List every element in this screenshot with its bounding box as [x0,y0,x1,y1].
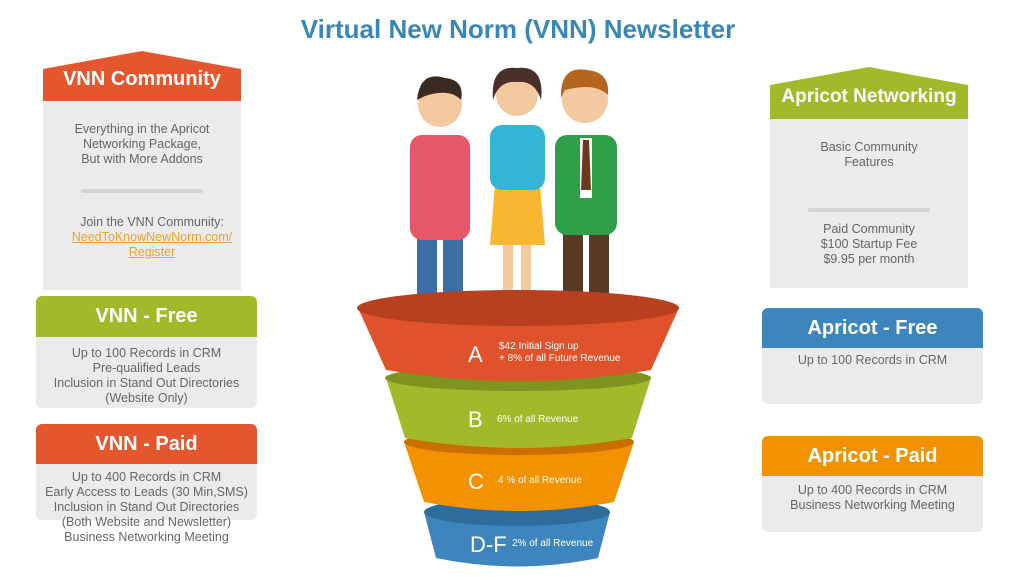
vnn-paid-header: VNN - Paid [36,424,257,464]
register-link[interactable]: NeedToKnowNewNorm.com/ [71,230,233,244]
divider [808,208,930,212]
feature-line: Pre-qualified Leads [92,361,201,375]
vnn-free-header: VNN - Free [36,296,257,337]
funnel-label-d: D-F [470,532,507,557]
man-left-figure [410,76,470,305]
paid-line: Paid Community [823,222,915,236]
people-illustration [410,67,617,305]
funnel-label-c: C [468,469,484,494]
apricot-paid-card: Up to 400 Records in CRM Business Networ… [762,476,983,532]
feature-line: Up to 100 Records in CRM [71,346,222,360]
feature-line: (Both Website and Newsletter) [61,515,232,529]
vnn-free-card: Up to 100 Records in CRM Pre-qualified L… [36,337,257,408]
apricot-networking-card: Basic Community Features Paid Community … [770,119,968,288]
feature-line: Business Networking Meeting [64,530,229,544]
desc-line: Networking Package, [82,137,202,151]
apricot-free-card: Up to 100 Records in CRM [762,348,983,404]
funnel-text-b: 6% of all Revenue [497,414,579,425]
feature-line: Early Access to Leads (30 Min,SMS) [45,485,248,499]
funnel-text-c: 4 % of all Revenue [498,475,582,486]
funnel-layer-a [357,290,679,381]
apricot-networking-header: Apricot Networking [781,86,957,107]
divider [81,189,203,193]
feature-line: Inclusion in Stand Out Directories [53,376,240,390]
join-text: Join the VNN Community: [80,215,224,229]
woman-figure [490,67,545,305]
funnel-label-b: B [468,407,483,432]
funnel-text-a: $42 Initial Sign up [499,341,579,352]
vnn-community-card: Everything in the Apricot Networking Pac… [43,101,241,290]
apricot-paid-header: Apricot - Paid [762,436,983,476]
man-right-figure [555,69,617,305]
apricot-free-header: Apricot - Free [762,308,983,348]
funnel-text-d: 2% of all Revenue [512,538,594,549]
funnel-text-a: + 8% of all Future Revenue [499,353,621,364]
vnn-paid-card: Up to 400 Records in CRM Early Access to… [36,464,257,544]
vnn-community-roof [43,51,241,101]
apricot-networking-roof [770,67,968,119]
desc-line: But with More Addons [81,152,203,166]
desc-line: Features [844,155,894,169]
vnn-community-header: VNN Community [63,68,221,90]
desc-line: Basic Community [820,140,918,154]
funnel-label-a: A [468,342,483,367]
feature-line: Up to 400 Records in CRM [71,470,222,484]
page-title: Virtual New Norm (VNN) Newsletter [300,14,736,44]
feature-line: Up to 100 Records in CRM [797,353,948,367]
paid-line: $100 Startup Fee [820,237,918,251]
feature-line: (Website Only) [105,391,188,405]
paid-line: $9.95 per month [823,252,915,266]
feature-line: Up to 400 Records in CRM [797,483,948,497]
register-link[interactable]: Register [128,245,176,259]
desc-line: Everything in the Apricot [74,122,210,136]
feature-line: Business Networking Meeting [790,498,955,512]
feature-line: Inclusion in Stand Out Directories [53,500,240,514]
